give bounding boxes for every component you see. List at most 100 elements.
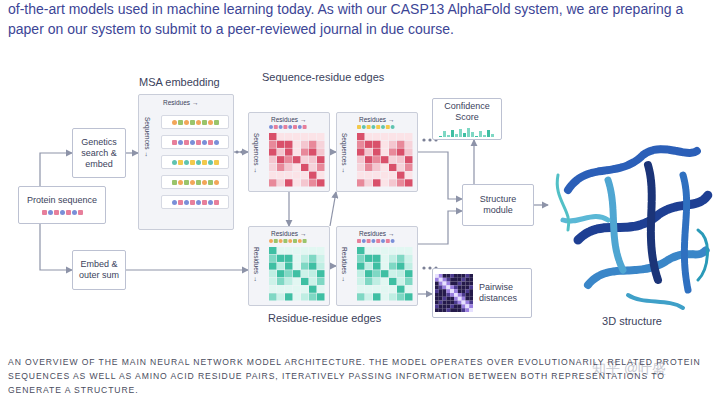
- heatmap-cell: [373, 133, 381, 140]
- heatmap-cell: [397, 141, 405, 148]
- heatmap-cell: [365, 133, 373, 140]
- residue-icon: [283, 239, 287, 243]
- distance-cell: [435, 297, 439, 301]
- distance-cell: [465, 308, 469, 312]
- axis-label: Residues →: [341, 247, 348, 282]
- heatmap-cell: [285, 278, 293, 285]
- heatmap-cell: [389, 172, 397, 179]
- residue-icon: [214, 120, 219, 125]
- residue-icon: [172, 200, 177, 205]
- distance-cell: [458, 293, 462, 297]
- confidence-bar: [475, 136, 478, 137]
- distance-cell: [446, 301, 450, 305]
- distance-cell: [435, 304, 439, 308]
- process-box: Pairwise distances: [432, 268, 532, 318]
- heatmap-cell: [405, 262, 413, 269]
- heatmap-cell: [301, 133, 309, 140]
- heatmap-cell: [397, 179, 405, 186]
- residue-icon: [42, 210, 47, 215]
- distance-cell: [465, 293, 469, 297]
- distance-cell: [462, 293, 466, 297]
- residue-icon: [178, 120, 183, 125]
- connector-arrow: [126, 269, 248, 270]
- residue-icon: [357, 239, 361, 243]
- heatmap-cell: [397, 148, 405, 155]
- distance-cell: [450, 293, 454, 297]
- heatmap-cell: [277, 286, 285, 293]
- heatmap-cell: [389, 262, 397, 269]
- distance-cell: [462, 274, 466, 278]
- heatmap: [269, 247, 325, 301]
- heatmap-cell: [397, 255, 405, 262]
- heatmap-cell: [405, 278, 413, 285]
- heatmap-cell: [397, 278, 405, 285]
- connector-arrow: [40, 224, 72, 270]
- heatmap-cell: [285, 133, 293, 140]
- heatmap-cell: [277, 255, 285, 262]
- heatmap-cell: [285, 286, 293, 293]
- structure-label: 3D structure: [548, 315, 716, 327]
- axis-label: Sequences →: [341, 133, 348, 174]
- heatmap-cell: [293, 164, 301, 171]
- heatmap-cell: [317, 278, 325, 285]
- distance-cell: [450, 282, 454, 286]
- heatmap-cell: [309, 262, 317, 269]
- helix-ribbon: [628, 295, 683, 308]
- heatmap-cell: [365, 141, 373, 148]
- distance-cell: [450, 297, 454, 301]
- process-box: Structure module: [462, 184, 534, 226]
- heatmap-cell: [277, 270, 285, 277]
- confidence-bar: [455, 134, 458, 137]
- sequence-icons: [42, 210, 83, 215]
- axis-label: Sequences →: [144, 117, 151, 158]
- residue-icon: [367, 239, 371, 243]
- distance-cell: [458, 282, 462, 286]
- residue-icon: [298, 239, 302, 243]
- confidence-bar: [447, 135, 450, 137]
- residue-icon: [303, 125, 307, 129]
- heatmap-cell: [365, 172, 373, 179]
- heatmap-cell: [397, 133, 405, 140]
- embedding-panel: Residues →Residues →: [248, 226, 330, 306]
- residue-icon: [78, 210, 83, 215]
- axis-label: Residues →: [271, 116, 306, 123]
- heatmap-cell: [285, 141, 293, 148]
- connector-arrow: [534, 204, 548, 205]
- heatmap-cell: [389, 156, 397, 163]
- residue-icon: [202, 120, 207, 125]
- distance-cell: [454, 293, 458, 297]
- heatmap-cell: [269, 255, 277, 262]
- residue-icon: [178, 160, 183, 165]
- heatmap-cell: [357, 179, 365, 186]
- confidence-bar: [459, 129, 462, 137]
- embedding-panel: Residues →Residues →: [336, 226, 418, 306]
- residue-icon: [381, 125, 385, 129]
- heatmap-cell: [357, 247, 365, 254]
- heatmap-cell: [277, 133, 285, 140]
- distance-cell: [435, 289, 439, 293]
- residue-icon: [178, 180, 183, 185]
- distance-cell: [454, 285, 458, 289]
- distance-cell: [462, 278, 466, 282]
- connector-arrow: [418, 152, 462, 199]
- heatmap-cell: [381, 141, 389, 148]
- distance-cell: [465, 278, 469, 282]
- distance-cell: [465, 304, 469, 308]
- distance-cell: [462, 304, 466, 308]
- heatmap-cell: [381, 293, 389, 300]
- heatmap-cell: [309, 164, 317, 171]
- heatmap-cell: [373, 255, 381, 262]
- heatmap-cell: [285, 148, 293, 155]
- heatmap-cell: [389, 164, 397, 171]
- distance-cell: [462, 301, 466, 305]
- heatmap-cell: [301, 179, 309, 186]
- residue-icon: [269, 239, 273, 243]
- confidence-bar: [483, 135, 486, 137]
- heatmap-cell: [285, 164, 293, 171]
- distance-cell: [469, 293, 473, 297]
- heatmap-cell: [357, 293, 365, 300]
- heatmap-cell: [405, 133, 413, 140]
- heatmap-cell: [357, 270, 365, 277]
- distance-cell: [458, 304, 462, 308]
